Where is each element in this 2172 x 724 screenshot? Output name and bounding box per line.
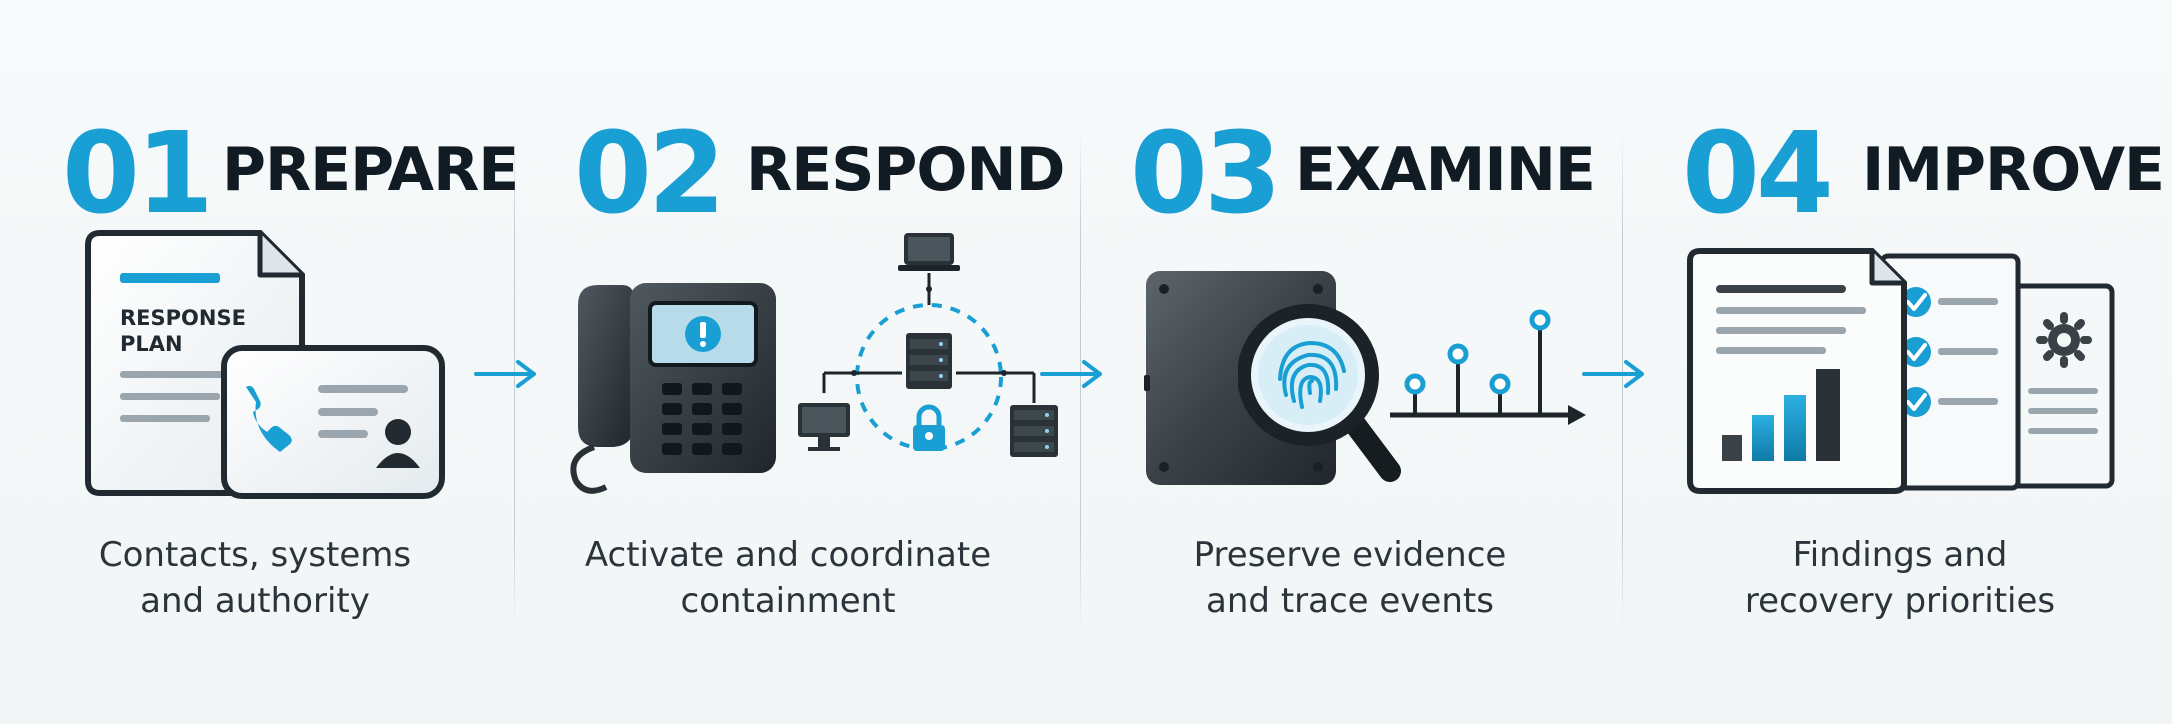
description-line: Activate and coordinate	[584, 535, 992, 575]
description-line: recovery priorities	[1744, 581, 2056, 621]
step-description: Findings and recovery priorities	[1620, 532, 2172, 624]
step-title: PREPARE	[222, 135, 519, 205]
settings-document-icon	[2005, 283, 2115, 489]
step-respond: 02 RESPOND	[514, 0, 1080, 724]
step-title: EXAMINE	[1295, 135, 1596, 205]
step-description: Preserve evidence and trace events	[1070, 532, 1630, 624]
arrow-right-icon	[474, 360, 536, 388]
doc-label-line2: PLAN	[120, 332, 183, 356]
step-number: 04	[1682, 109, 1834, 239]
step-title: IMPROVE	[1862, 135, 2165, 205]
timeline-icon	[1390, 309, 1586, 425]
step-description: Contacts, systems and authority	[0, 532, 535, 624]
step-number: 02	[574, 109, 726, 239]
divider	[1622, 130, 1623, 630]
contact-card-icon	[221, 345, 445, 499]
step-number: 01	[62, 109, 214, 239]
description-line: containment	[680, 581, 896, 621]
desk-phone-icon	[570, 283, 776, 494]
divider	[1080, 130, 1081, 630]
divider	[514, 130, 515, 630]
description-line: Findings and	[1792, 535, 2008, 575]
description-line: Preserve evidence	[1193, 535, 1507, 575]
description-line: Contacts, systems	[98, 535, 412, 575]
fingerprint-magnifier-icon	[1238, 304, 1401, 482]
network-lock-icon	[798, 233, 1058, 457]
arrow-right-icon	[1040, 360, 1102, 388]
description-line: and authority	[140, 581, 370, 621]
step-prepare: 01 PREPARE RESPONSE PLAN	[0, 0, 519, 724]
doc-label-line1: RESPONSE	[120, 306, 246, 330]
step-description: Activate and coordinate containment	[508, 532, 1068, 624]
step-number: 03	[1130, 109, 1282, 239]
step-improve: 04 IMPROVE	[1622, 0, 2172, 724]
step-title: RESPOND	[746, 135, 1065, 205]
description-line: and trace events	[1206, 581, 1494, 621]
arrow-right-icon	[1582, 360, 1644, 388]
step-examine: 03 EXAMINE	[1080, 0, 1622, 724]
report-chart-icon	[1687, 248, 1907, 494]
